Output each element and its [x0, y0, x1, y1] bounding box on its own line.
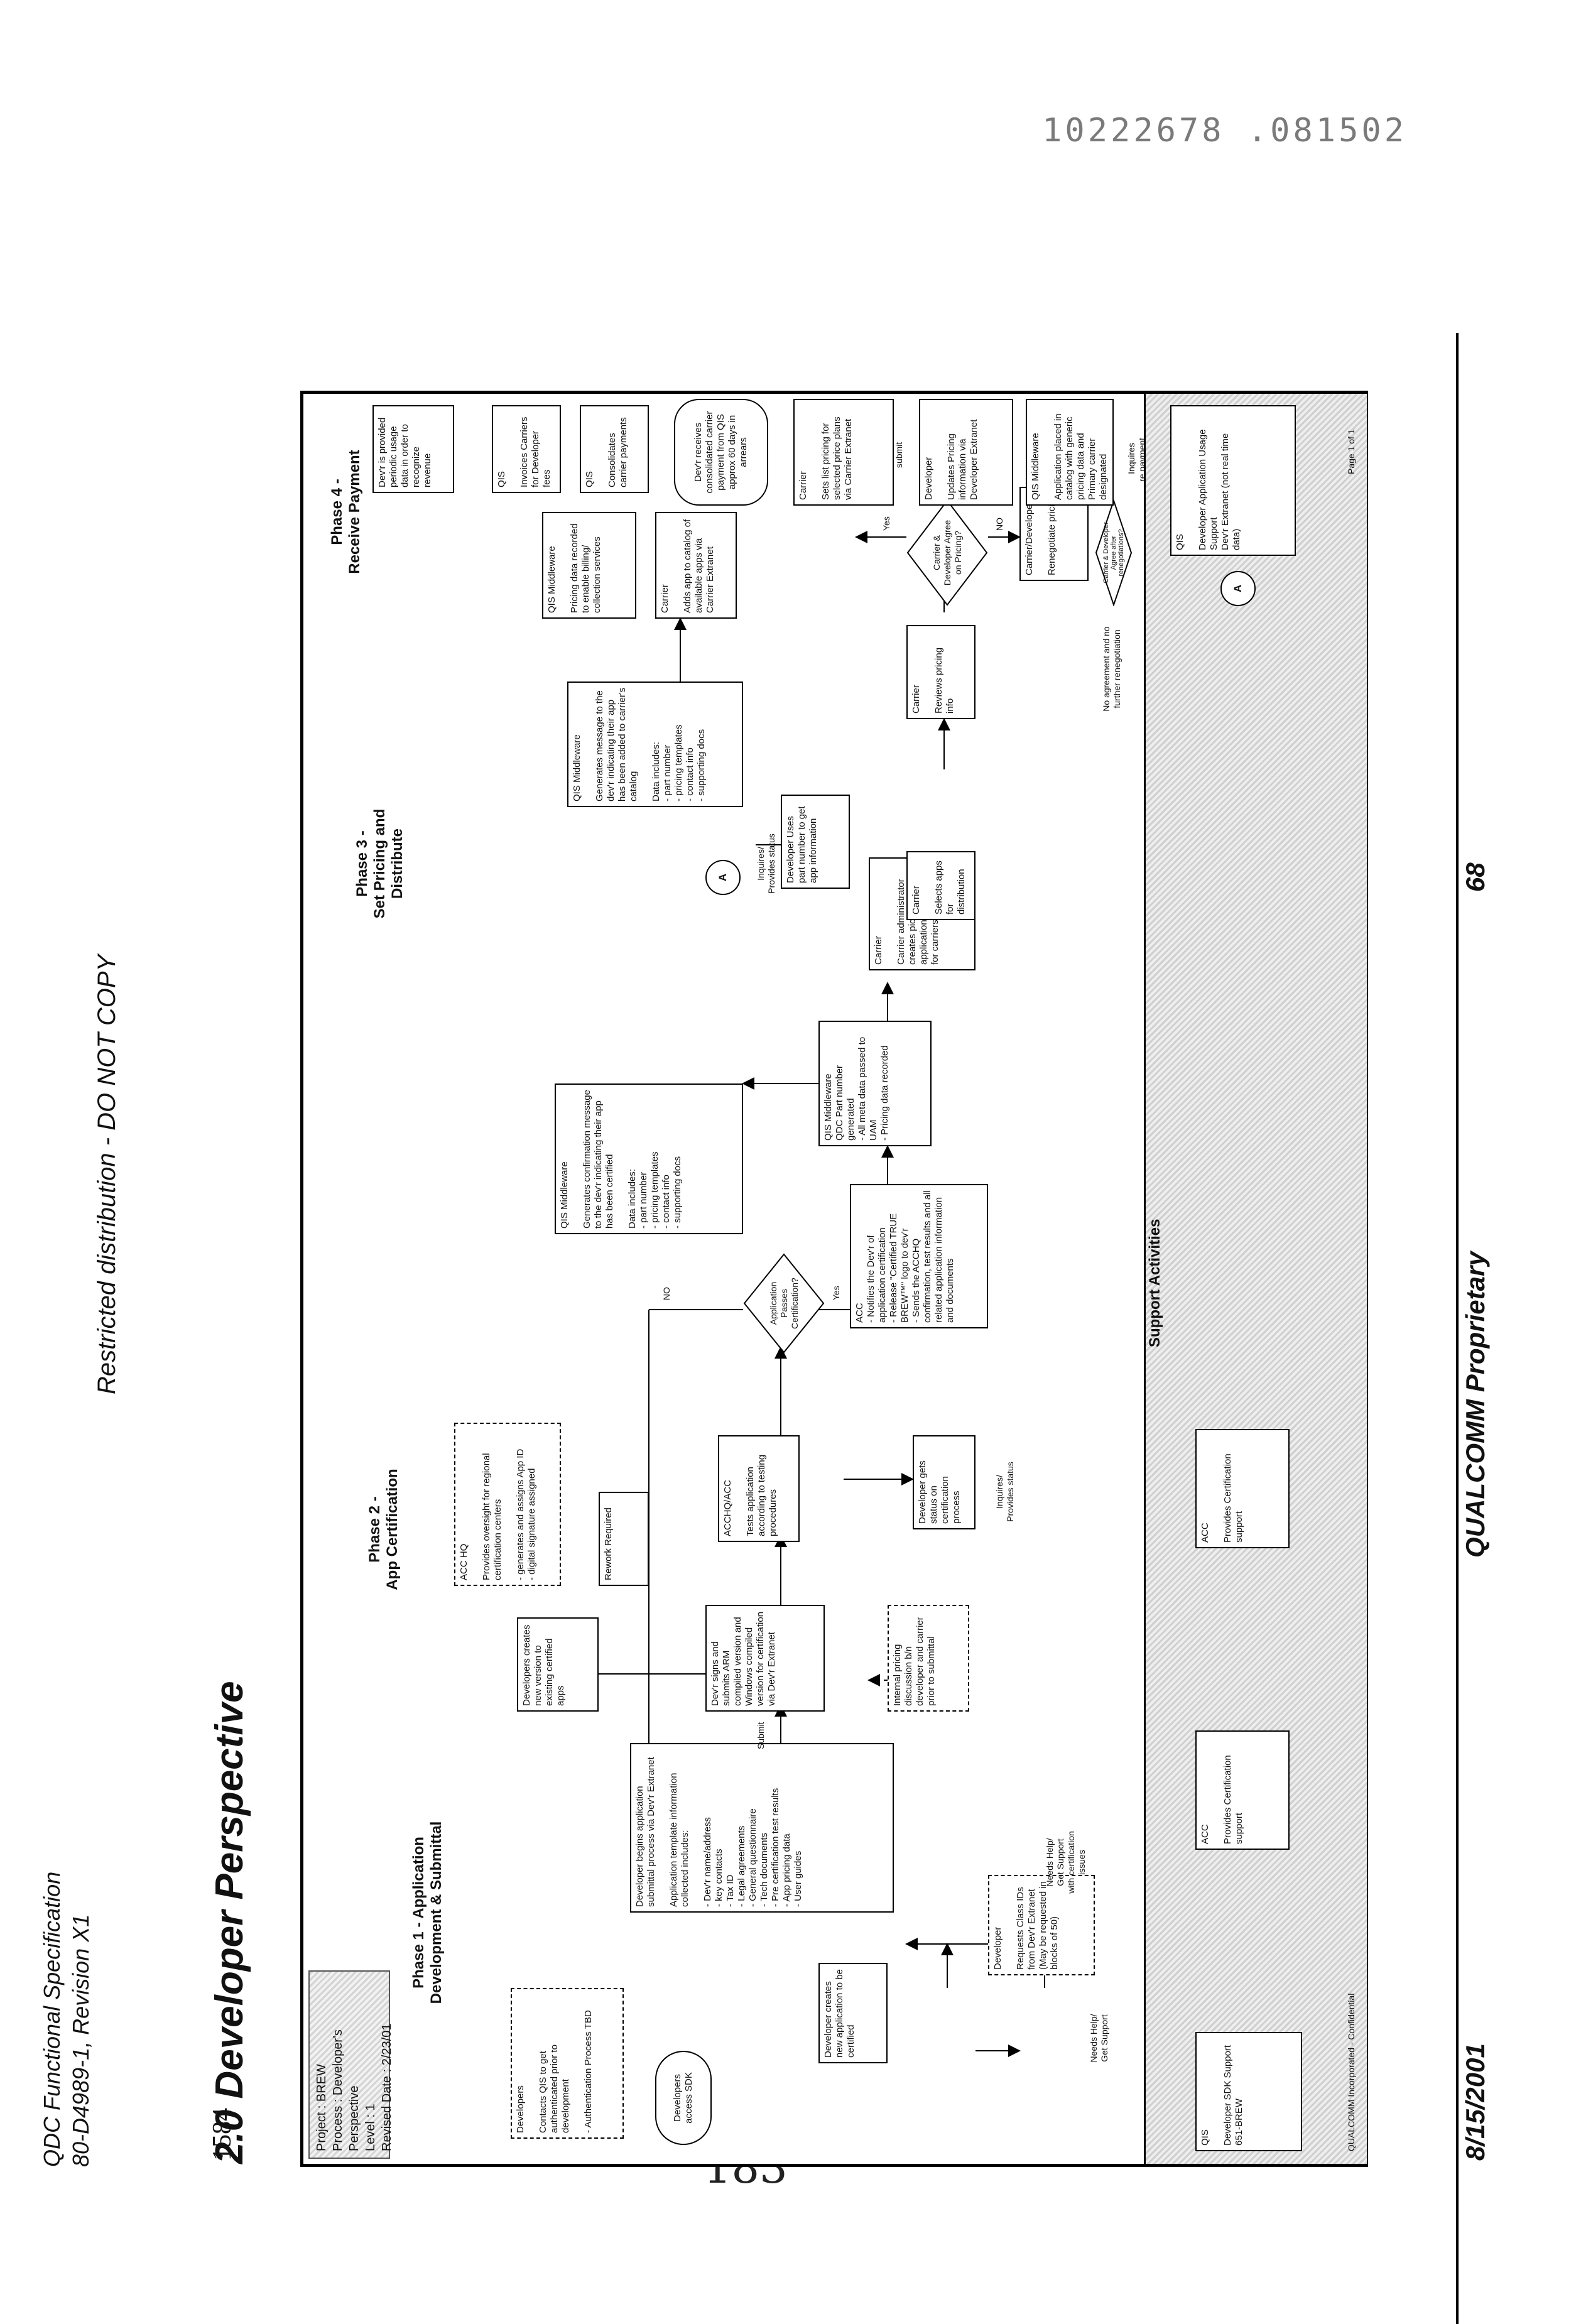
footer-page-number: 68	[1460, 862, 1491, 892]
confidential-notice: QUALCOMM Incorporated - Confidential	[1346, 1994, 1356, 2151]
process-flow-diagram: Project : BREW Process : Developer's Per…	[300, 391, 1368, 2167]
qis-sdk-support-box: QIS Developer SDK Support 651-BREW	[1195, 2032, 1302, 2151]
internal-pricing-box: Internal pricing discussion b/n develope…	[888, 1605, 969, 1712]
dev-status-box: Developer gets status on certification p…	[913, 1435, 975, 1529]
passes-label: Application Passes Certification?	[743, 1253, 825, 1354]
acc-notify-box: ACC - Notifies the Dev'r of application …	[850, 1184, 988, 1328]
qis-usage-support-box: QIS Developer Application Usage Support …	[1170, 405, 1296, 556]
qis-catalog-box: QIS Middleware Generates message to the …	[567, 681, 743, 807]
submit-label-2: submit	[894, 442, 905, 468]
yes-label-agree: Yes	[881, 516, 892, 531]
document-stamp: 10222678 .081502	[905, 112, 1407, 149]
rework-box: Rework Required	[599, 1492, 649, 1586]
carrier-select-box: Carrier Selects apps for distribution	[906, 851, 975, 920]
footer-rule	[1456, 333, 1459, 2324]
access-sdk-label: Developers access SDK	[672, 2061, 695, 2135]
needs-help-label: Needs Help/ Get Support	[1089, 1994, 1110, 2082]
carrier-review-box: Carrier Reviews pricing info	[906, 625, 975, 719]
phase-3-title: Phase 3 - Set Pricing and Distribute	[354, 769, 406, 958]
new-version-box: Developers creates new version to existi…	[517, 1617, 599, 1712]
spec-number: 80-D4989-1, Revision X1	[67, 1872, 95, 2167]
project-process: Process : Developer's Perspective	[330, 1978, 362, 2151]
acc-cert-support-box-2: ACC Provides Certification support	[1195, 1429, 1290, 1548]
usage-data-box: Dev'r is provided periodic usage data in…	[372, 405, 454, 493]
inquires-status-label: Inquires/ Provides status	[994, 1448, 1016, 1536]
project-name: Project : BREW	[313, 1978, 330, 2151]
qis-pricing-box: QIS Middleware Pricing data recorded to …	[542, 512, 636, 619]
submit-label: Submit	[756, 1722, 766, 1749]
acc-cert-support-box-1: ACC Provides Certification support	[1195, 1730, 1290, 1850]
no-label-passes: NO	[661, 1287, 672, 1300]
qis-consolidate-box: QIS Consolidates carrier payments	[580, 405, 649, 493]
page-title: 2.0 Developer Perspective	[207, 1681, 252, 2164]
footer-proprietary: QUALCOMM Proprietary	[1460, 1251, 1491, 1558]
agree-pricing-diamond: Carrier & Developer Agree on Pricing?	[906, 499, 988, 606]
agree-after-label: Carrier & Developer Agree after renegoti…	[1095, 499, 1133, 606]
sign-submit-box: Dev'r signs and submits ARM compiled ver…	[705, 1605, 825, 1712]
create-app-box: Developer creates new application to be …	[818, 1963, 888, 2063]
qis-invoice-box: QIS Invoices Carriers for Developer fees	[492, 405, 561, 493]
connector-a-bottom: A	[1220, 571, 1256, 606]
agree-after-diamond: Carrier & Developer Agree after renegoti…	[1095, 499, 1133, 606]
acc-hq-box: ACC HQ Provides oversight for regional c…	[454, 1423, 561, 1586]
project-info-box: Project : BREW Process : Developer's Per…	[308, 1970, 390, 2159]
inquires-status-label-2: Inquires/ Provides status	[756, 820, 777, 908]
connector-a-top: A	[705, 860, 741, 895]
needs-help-cert-label: Needs Help/ Get Support with certificati…	[1045, 1812, 1087, 1913]
support-activities-band	[1144, 394, 1367, 2164]
access-sdk-oval: Developers access SDK	[655, 2051, 712, 2145]
dev-updates-box: Developer Updates Pricing information vi…	[919, 399, 1013, 506]
app-placed-box: QIS Middleware Application placed in cat…	[1026, 399, 1114, 506]
support-activities-title: Support Activities	[1146, 1219, 1164, 1347]
qis-confirm-box: QIS Middleware Generates confirmation me…	[555, 1083, 743, 1234]
footer-date: 8/15/2001	[1460, 2043, 1491, 2161]
dev-uses-part-box: Developer Uses part number to get app in…	[781, 795, 850, 889]
test-app-box: ACCHQ/ACC Tests application according to…	[718, 1435, 800, 1542]
phase-1-title: Phase 1 - Application Development & Subm…	[410, 1800, 445, 2026]
dev-receives-label: Dev'r receives consolidated carrier paym…	[693, 409, 749, 496]
no-agreement-label: No agreement and no further renegotiatio…	[1101, 619, 1122, 719]
phase-2-title: Phase 2 - App Certification	[366, 1435, 401, 1624]
restriction-notice: Restricted distribution - DO NOT COPY	[93, 955, 121, 1394]
developers-note: Developers Contacts QIS to get authentic…	[511, 1988, 624, 2139]
project-level: Level : 1	[362, 1978, 379, 2151]
project-revised-date: Revised Date : 2/23/01	[379, 1978, 395, 2151]
spec-title-header: QDC Functional Specification 80-D4989-1,…	[38, 1872, 95, 2167]
carrier-sets-box: Carrier Sets list pricing for selected p…	[793, 399, 894, 506]
passes-diamond: Application Passes Certification?	[743, 1253, 825, 1354]
agree-pricing-label: Carrier & Developer Agree on Pricing?	[906, 499, 988, 606]
yes-label-passes: Yes	[831, 1286, 842, 1300]
spec-title: QDC Functional Specification	[38, 1872, 67, 2167]
dev-receives-oval: Dev'r receives consolidated carrier paym…	[674, 399, 768, 506]
begin-submittal-box: Developer begins application submittal p…	[630, 1743, 894, 1913]
no-label-agree: NO	[994, 518, 1005, 531]
carrier-adds-box: Carrier Adds app to catalog of available…	[655, 512, 737, 619]
phase-4-title: Phase 4 - Receive Payment	[329, 418, 364, 606]
qdc-part-box: QIS Middleware QDC Part number generated…	[818, 1021, 932, 1146]
page-of-label: Page 1 of 1	[1346, 429, 1356, 474]
